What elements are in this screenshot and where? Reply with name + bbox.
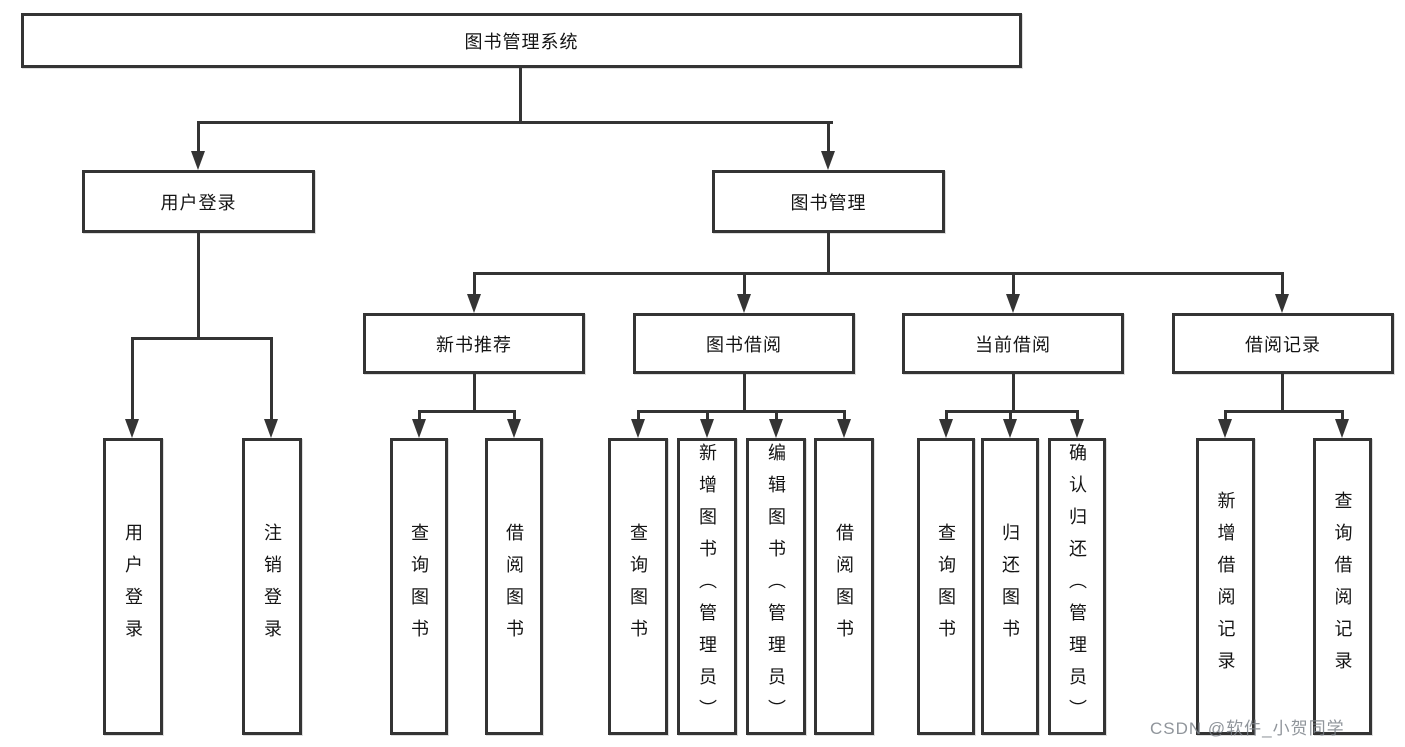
connector-g2-bar bbox=[418, 410, 516, 413]
node-library-management-system: 图书管理系统 bbox=[21, 13, 1022, 68]
leaf-logout: 注销登录 bbox=[242, 438, 302, 735]
connector-g4-shaft-3 bbox=[1076, 410, 1079, 422]
arrow-down-icon bbox=[837, 419, 851, 438]
arrow-down-icon bbox=[631, 419, 645, 438]
node-new-book-recommendation: 新书推荐 bbox=[363, 313, 585, 374]
connector-bookmgmt-shaft-2 bbox=[743, 272, 746, 296]
connector-g5-shaft-1 bbox=[1224, 410, 1227, 422]
connector-g3-bar bbox=[637, 410, 846, 413]
connector-bookmgmt-shaft-3 bbox=[1012, 272, 1015, 296]
leaf-query-books-current: 查询图书 bbox=[917, 438, 975, 735]
leaf-query-borrow-record: 查询借阅记录 bbox=[1313, 438, 1372, 735]
connector-g5-shaft-2 bbox=[1341, 410, 1344, 422]
csdn-watermark: CSDN @软件_小贺同学 bbox=[1150, 719, 1345, 738]
node-book-borrowing: 图书借阅 bbox=[633, 313, 855, 374]
connector-g2-shaft-2 bbox=[513, 410, 516, 422]
node-borrowing-records: 借阅记录 bbox=[1172, 313, 1394, 374]
arrow-down-icon bbox=[412, 419, 426, 438]
leaf-add-borrow-record: 新增借阅记录 bbox=[1196, 438, 1255, 735]
connector-g2-shaft-1 bbox=[418, 410, 421, 422]
arrow-down-icon bbox=[1218, 419, 1232, 438]
arrow-down-icon bbox=[939, 419, 953, 438]
arrow-down-icon bbox=[821, 151, 835, 170]
connector-userlogin-bar bbox=[131, 337, 273, 340]
arrow-down-icon bbox=[769, 419, 783, 438]
connector-g5-bar bbox=[1224, 410, 1343, 413]
leaf-return-books: 归还图书 bbox=[981, 438, 1039, 735]
leaf-borrow-books-recommend: 借阅图书 bbox=[485, 438, 543, 735]
arrow-down-icon bbox=[125, 419, 139, 438]
node-current-borrowing: 当前借阅 bbox=[902, 313, 1124, 374]
arrow-down-icon bbox=[1275, 294, 1289, 313]
connector-root-left-shaft bbox=[197, 121, 200, 153]
connector-root-bar bbox=[197, 121, 833, 124]
connector-g2-stem bbox=[473, 374, 476, 410]
node-book-management: 图书管理 bbox=[712, 170, 945, 233]
arrow-down-icon bbox=[1335, 419, 1349, 438]
connector-g4-stem bbox=[1012, 374, 1015, 410]
arrow-down-icon bbox=[467, 294, 481, 313]
arrow-down-icon bbox=[507, 419, 521, 438]
arrow-down-icon bbox=[700, 419, 714, 438]
arrow-down-icon bbox=[737, 294, 751, 313]
connector-root-stem bbox=[519, 68, 522, 121]
leaf-add-book-admin: 新增图书（管理员） bbox=[677, 438, 737, 735]
arrow-down-icon bbox=[1006, 294, 1020, 313]
connector-g4-shaft-2 bbox=[1009, 410, 1012, 422]
leaf-query-books-recommend: 查询图书 bbox=[390, 438, 448, 735]
connector-g5-stem bbox=[1281, 374, 1284, 410]
connector-bookmgmt-shaft-1 bbox=[473, 272, 476, 296]
connector-userlogin-shaft-2 bbox=[270, 337, 273, 421]
connector-userlogin-stem bbox=[197, 233, 200, 337]
leaf-edit-book-admin: 编辑图书（管理员） bbox=[746, 438, 806, 735]
leaf-confirm-return-admin: 确认归还（管理员） bbox=[1048, 438, 1106, 735]
connector-g3-shaft-4 bbox=[843, 410, 846, 422]
leaf-borrow-books: 借阅图书 bbox=[814, 438, 874, 735]
connector-g3-shaft-2 bbox=[706, 410, 709, 422]
connector-bookmgmt-bar bbox=[473, 272, 1284, 275]
connector-g3-shaft-3 bbox=[775, 410, 778, 422]
arrow-down-icon bbox=[1070, 419, 1084, 438]
connector-g4-shaft-1 bbox=[945, 410, 948, 422]
connector-bookmgmt-stem bbox=[827, 233, 830, 272]
leaf-user-login: 用户登录 bbox=[103, 438, 163, 735]
connector-bookmgmt-shaft-4 bbox=[1281, 272, 1284, 296]
arrow-down-icon bbox=[264, 419, 278, 438]
node-user-login: 用户登录 bbox=[82, 170, 315, 233]
connector-userlogin-shaft-1 bbox=[131, 337, 134, 421]
connector-g3-shaft-1 bbox=[637, 410, 640, 422]
leaf-query-books-borrowing: 查询图书 bbox=[608, 438, 668, 735]
arrow-down-icon bbox=[1003, 419, 1017, 438]
arrow-down-icon bbox=[191, 151, 205, 170]
connector-g3-stem bbox=[743, 374, 746, 410]
connector-root-right-shaft bbox=[827, 121, 830, 153]
